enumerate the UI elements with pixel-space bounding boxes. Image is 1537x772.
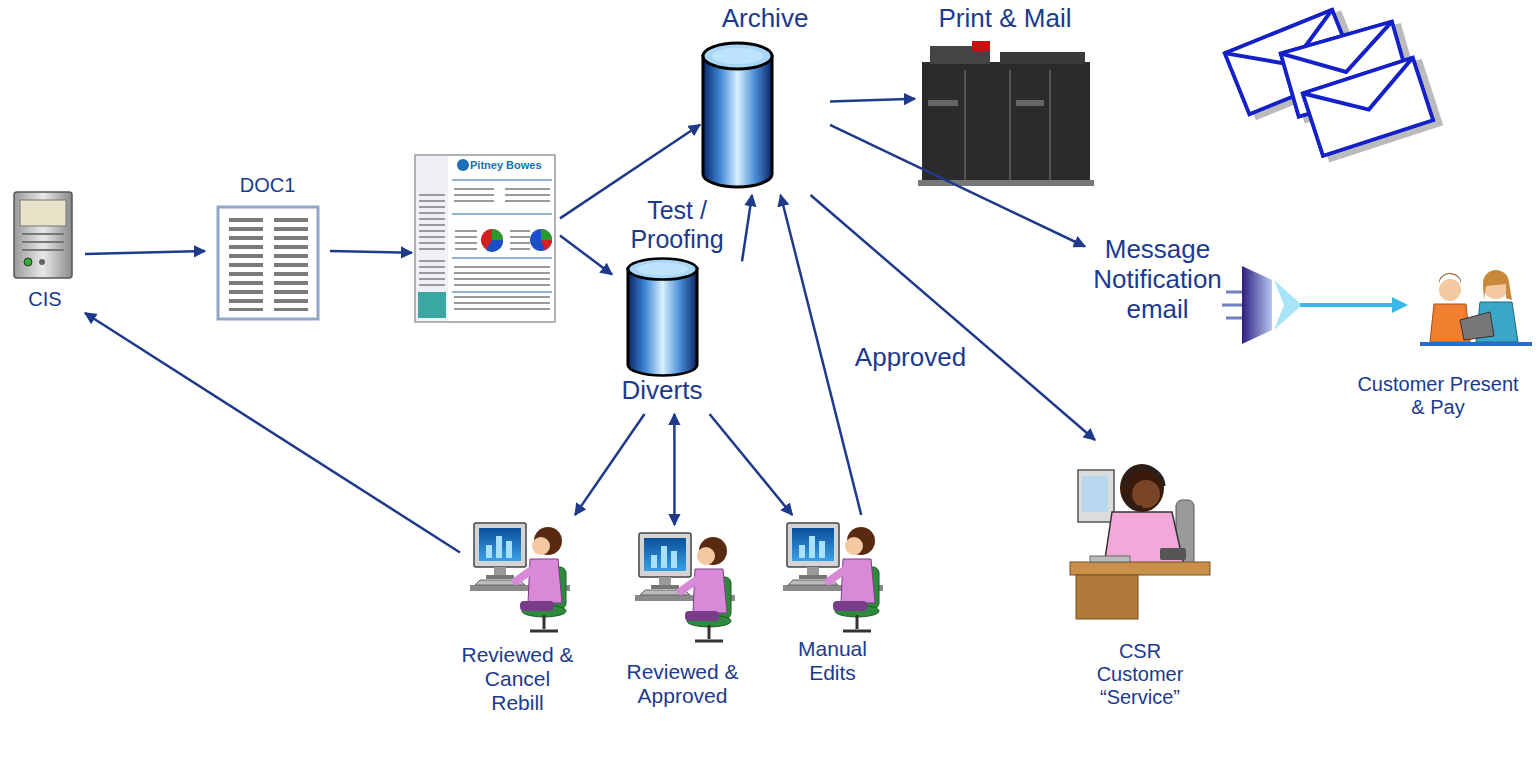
flow-arrow	[85, 251, 205, 254]
envelopes	[1225, 7, 1444, 164]
output-node: Print & Mail	[915, 0, 1435, 190]
statement-node: Pitney Bowes	[412, 153, 560, 325]
node-label: Reviewed & Approved	[625, 660, 740, 708]
database-node: Archive	[700, 0, 830, 195]
flow-arrow	[830, 99, 915, 102]
node-label: Print & Mail	[925, 4, 1085, 34]
server-icon	[14, 192, 72, 278]
flow-arrow	[710, 414, 793, 515]
flow-arrow	[811, 195, 1096, 440]
node-label: DOC1	[205, 174, 330, 197]
diverts-cylinder	[628, 258, 697, 375]
flow-arrow	[830, 125, 1085, 247]
csr-illustration	[1070, 464, 1210, 619]
csr-node: CSR Customer “Service”	[1065, 440, 1215, 730]
reviewer-icon	[470, 523, 570, 631]
edge-label-holder: Approved	[845, 343, 976, 373]
printer-illustration	[918, 41, 1094, 186]
flow-arrow	[742, 195, 752, 261]
editor-icon	[783, 523, 883, 631]
node-label: Customer Present & Pay	[1348, 373, 1528, 419]
document-node: DOC1	[205, 172, 330, 324]
flow-arrow	[673, 414, 676, 525]
document-icon	[218, 207, 318, 319]
channel-node: Message Notification email	[1085, 235, 1230, 350]
node-label: CIS	[5, 288, 85, 311]
node-label: Test / Proofing	[612, 196, 742, 254]
node-label: Diverts	[612, 376, 712, 406]
database-node: Test / ProofingDiverts	[612, 196, 742, 414]
review-node: Reviewed & Cancel Rebill	[460, 515, 575, 765]
node-label: CSR Customer “Service”	[1075, 640, 1205, 709]
flow-arrow	[575, 414, 645, 515]
node-label: Reviewed & Cancel Rebill	[460, 643, 575, 715]
edge-label: Approved	[845, 343, 976, 373]
statement-illustration	[415, 155, 555, 322]
node-label: Message Notification email	[1085, 235, 1230, 325]
flow-arrow	[85, 313, 460, 553]
node-label: Pitney Bowes	[470, 159, 558, 172]
flow-arrow	[330, 251, 412, 253]
edit-node: Manual Edits	[775, 515, 890, 695]
node-label: Manual Edits	[775, 637, 890, 685]
flow-arrow	[560, 236, 612, 275]
reviewer-icon	[635, 533, 735, 641]
node-label: Archive	[700, 4, 830, 34]
server-node: CIS	[5, 182, 85, 313]
archive-cylinder	[703, 43, 772, 187]
notification-icon	[1222, 266, 1408, 344]
customer-node: Customer Present & Pay	[1340, 265, 1535, 430]
review-node: Reviewed & Approved	[625, 525, 740, 765]
customers-illustration	[1420, 270, 1532, 344]
